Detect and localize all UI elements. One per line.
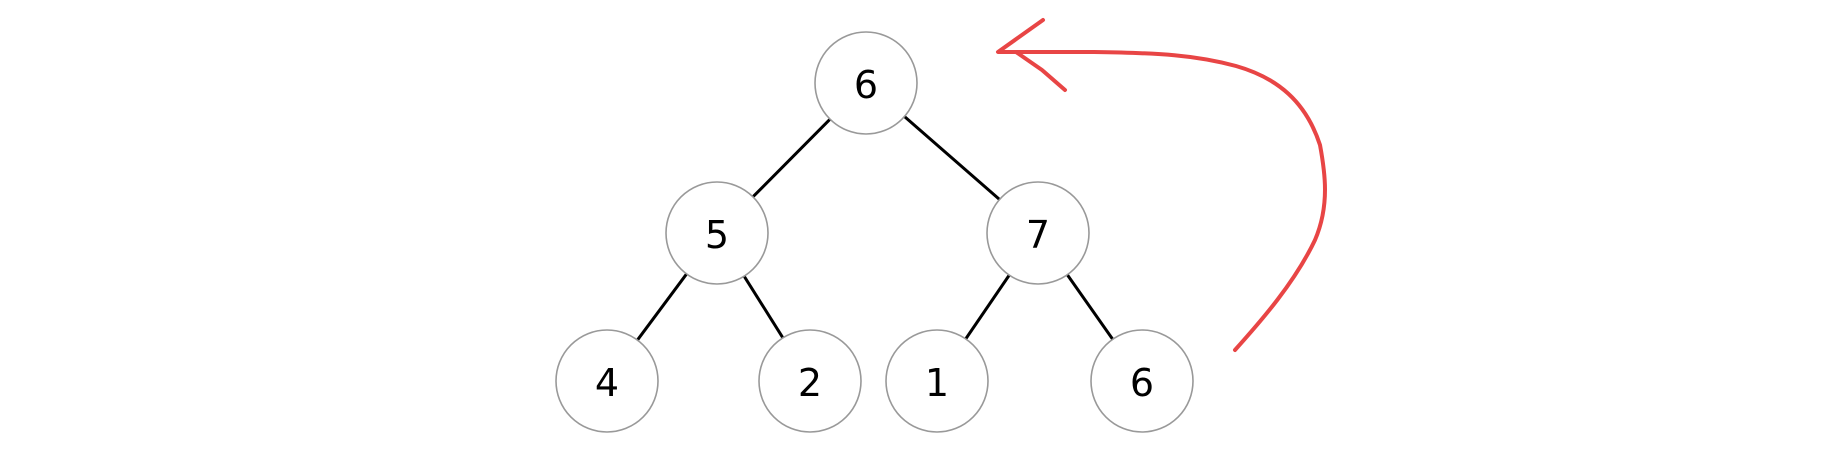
tree-node: 5 — [665, 181, 769, 285]
tree-node-circle — [814, 31, 918, 135]
annotation-layer — [996, 18, 1327, 352]
swap-arrow-curve — [998, 50, 1327, 352]
tree-edge-n1-n3 — [636, 273, 688, 341]
tree-node-circle — [555, 329, 659, 433]
tree-edge-n0-n1 — [751, 118, 832, 198]
tree-node-circle — [758, 329, 862, 433]
tree-node-circle — [986, 181, 1090, 285]
tree-node-value: 6 — [854, 63, 878, 107]
nodes-layer: 6 5 7 4 2 1 6 — [555, 31, 1194, 433]
tree-node: 1 — [885, 329, 989, 433]
tree-edge-n2-n5 — [964, 274, 1011, 340]
tree-node-circle — [1090, 329, 1194, 433]
swap-arrowhead — [996, 18, 1067, 92]
tree-node-value: 5 — [705, 213, 729, 257]
tree-edge-n0-n2 — [903, 115, 1001, 201]
tree-node-value: 2 — [798, 361, 822, 405]
tree-node: 7 — [986, 181, 1090, 285]
tree-node: 4 — [555, 329, 659, 433]
tree-edge-n1-n4 — [742, 275, 785, 339]
tree-node-value: 7 — [1026, 213, 1050, 257]
tree-node-value: 4 — [595, 361, 619, 405]
tree-node: 6 — [814, 31, 918, 135]
tree-node-circle — [885, 329, 989, 433]
tree-node-value: 1 — [925, 361, 949, 405]
tree-node: 2 — [758, 329, 862, 433]
edges-layer — [636, 115, 1114, 341]
tree-node-circle — [665, 181, 769, 285]
tree-node-value: 6 — [1130, 361, 1154, 405]
tree-edge-n2-n6 — [1066, 273, 1114, 341]
tree-node: 6 — [1090, 329, 1194, 433]
